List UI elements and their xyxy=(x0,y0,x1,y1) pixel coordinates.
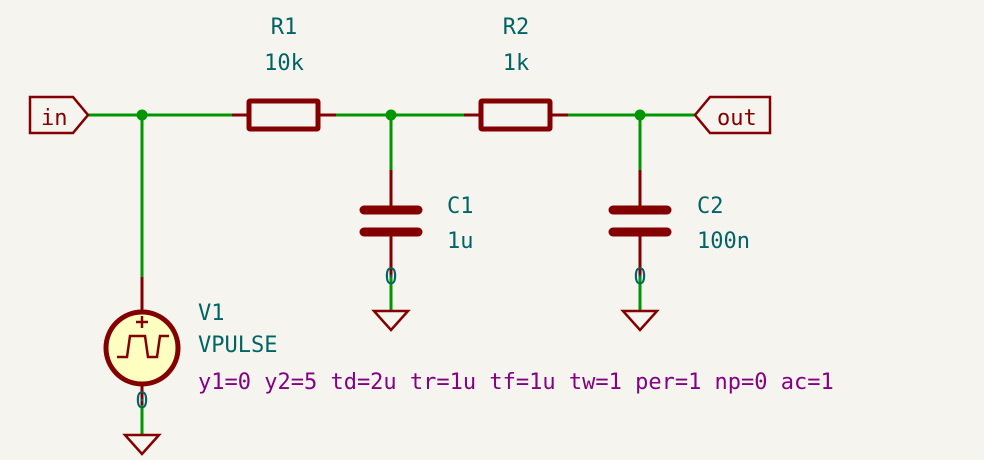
r2-value: 1k xyxy=(503,51,530,76)
resistor-r1[interactable]: R1 10k xyxy=(232,15,336,132)
net-label-in[interactable]: in xyxy=(28,95,90,135)
v1-value: VPULSE xyxy=(198,333,277,358)
r2-reference: R2 xyxy=(503,15,530,40)
ground-icon xyxy=(122,433,162,456)
r1-reference: R1 xyxy=(271,15,298,40)
v1-ground-net: 0 xyxy=(135,389,148,414)
ground-icon xyxy=(620,309,660,332)
c2-reference: C2 xyxy=(697,194,724,219)
resistor-body-icon xyxy=(478,98,553,132)
c1-reference: C1 xyxy=(447,194,474,219)
pulse-source-v1[interactable]: V1 VPULSE y1=0 y2=5 td=2u tr=1u tf=1u tw… xyxy=(103,277,834,414)
c1-value: 1u xyxy=(447,229,474,254)
net-label-out[interactable]: out xyxy=(693,95,772,135)
hierarchical-label-shape xyxy=(28,95,90,135)
pulse-waveform-icon xyxy=(117,334,169,359)
junction-out xyxy=(634,109,646,121)
resistor-r2[interactable]: R2 1k xyxy=(464,15,568,132)
c2-value: 100n xyxy=(697,229,750,254)
ground-icon xyxy=(371,309,411,332)
plus-icon xyxy=(136,316,148,328)
wires xyxy=(88,113,695,435)
net-label-in-text: in xyxy=(41,106,68,131)
net-label-out-text: out xyxy=(717,106,757,131)
c1-ground-net: 0 xyxy=(384,265,397,290)
capacitor-c2[interactable]: C2 100n 0 xyxy=(608,170,750,290)
capacitor-c1[interactable]: C1 1u 0 xyxy=(359,170,474,290)
source-body-icon xyxy=(103,309,181,387)
resistor-body-icon xyxy=(246,98,321,132)
hierarchical-label-shape xyxy=(693,95,772,135)
junction-mid xyxy=(385,109,397,121)
v1-spice-params: y1=0 y2=5 td=2u tr=1u tf=1u tw=1 per=1 n… xyxy=(198,370,834,395)
r1-value: 10k xyxy=(264,51,304,76)
junction-in xyxy=(136,109,148,121)
v1-reference: V1 xyxy=(198,301,225,326)
c2-ground-net: 0 xyxy=(633,265,646,290)
